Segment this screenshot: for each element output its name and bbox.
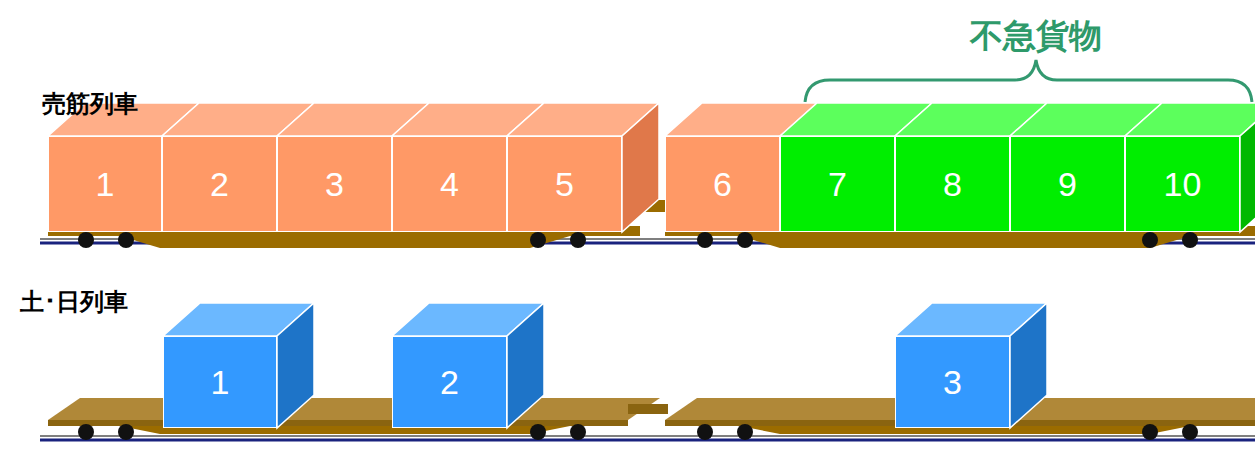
container-number: 3 (325, 165, 344, 204)
wheel (1142, 424, 1158, 440)
container-box: 1 (163, 336, 277, 428)
wheel (1142, 232, 1158, 248)
container-number: 1 (211, 363, 230, 402)
container-box: 2 (392, 336, 507, 428)
wheel (78, 424, 94, 440)
train-label: 売筋列車 (42, 88, 138, 120)
container-tops (163, 303, 1047, 428)
container-number: 3 (943, 363, 962, 402)
wheel (118, 232, 134, 248)
container-number: 1 (96, 165, 115, 204)
wheel (570, 424, 586, 440)
wheel (118, 424, 134, 440)
wheel (1182, 232, 1198, 248)
wheel (697, 232, 713, 248)
container-number: 2 (210, 165, 229, 204)
wheel (697, 424, 713, 440)
container-box: 3 (277, 136, 392, 232)
wheel (530, 232, 546, 248)
wheel (1182, 424, 1198, 440)
container-number: 7 (828, 165, 847, 204)
wheel (737, 232, 753, 248)
container-side (622, 103, 659, 232)
wagon-belly (120, 236, 570, 248)
container-box: 9 (1010, 136, 1125, 232)
container-number: 6 (713, 165, 732, 204)
container-box: 10 (1125, 136, 1240, 232)
container-number: 2 (440, 363, 459, 402)
container-side (1010, 303, 1047, 428)
bracket-label: 不急貨物 (970, 14, 1102, 59)
container-side (1240, 103, 1255, 232)
wagon-deck (48, 398, 660, 420)
container-number: 10 (1164, 165, 1202, 204)
rail (40, 435, 1255, 437)
wheels (78, 232, 1198, 248)
rail (40, 439, 1255, 442)
wagon-belly (740, 236, 1190, 248)
container-box: 5 (507, 136, 622, 232)
wheel (78, 232, 94, 248)
container-number: 9 (1058, 165, 1077, 204)
wheel (737, 424, 753, 440)
curly-bracket (805, 60, 1252, 102)
container-tops (48, 103, 1255, 232)
wheel (570, 232, 586, 248)
container-number: 5 (555, 165, 574, 204)
container-number: 4 (440, 165, 459, 204)
container-box: 6 (665, 136, 780, 232)
container-box: 8 (895, 136, 1010, 232)
container-box: 3 (895, 336, 1010, 428)
container-box: 2 (162, 136, 277, 232)
container-number: 8 (943, 165, 962, 204)
container-box: 4 (392, 136, 507, 232)
container-side (277, 303, 314, 428)
container-box: 7 (780, 136, 895, 232)
container-box: 1 (48, 136, 162, 232)
wheel (530, 424, 546, 440)
container-side (507, 303, 544, 428)
train-label: 土･日列車 (20, 286, 128, 318)
coupler (628, 404, 668, 414)
container-top (1125, 103, 1255, 136)
